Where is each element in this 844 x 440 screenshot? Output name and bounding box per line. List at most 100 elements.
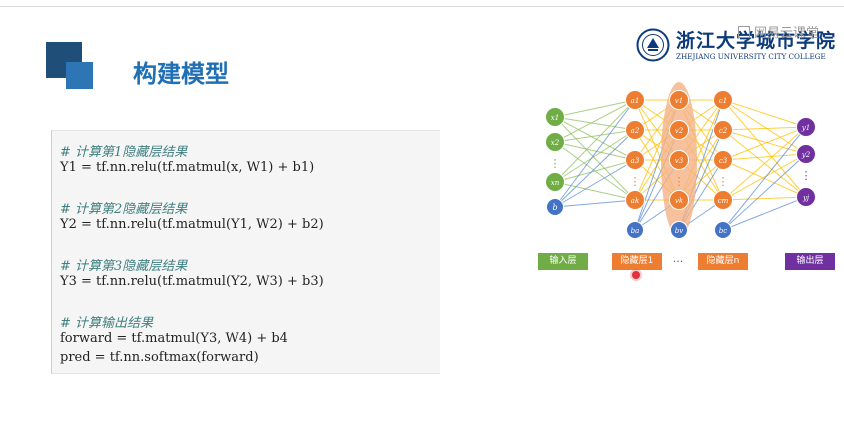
neuron-node — [545, 107, 565, 127]
node-label: bv — [675, 227, 683, 235]
neuron-node — [545, 132, 565, 152]
node-ellipsis: ⋮ — [801, 169, 812, 182]
neuron-node — [669, 150, 689, 170]
code-line: # 计算输出结果 — [60, 316, 154, 331]
connection-line — [722, 196, 807, 231]
connection-line — [722, 129, 807, 155]
connection-line — [722, 126, 807, 161]
node-label: a1 — [631, 97, 640, 105]
bias-node — [626, 221, 644, 239]
connection-line — [554, 129, 636, 208]
node-label: vk — [675, 197, 683, 205]
code-line: pred = tf.nn.softmax(forward) — [60, 350, 259, 365]
watermark: 网易云课堂 — [738, 22, 819, 41]
connection-line — [554, 99, 636, 118]
bias-node — [714, 221, 732, 239]
bias-node — [546, 198, 564, 216]
node-label: a2 — [631, 127, 640, 135]
code-line: Y3 = tf.nn.relu(tf.matmul(Y2, W3) + b3) — [60, 274, 324, 289]
connection-line — [722, 153, 807, 231]
connection-line — [722, 99, 807, 128]
connection-line — [554, 159, 636, 183]
connection-line — [722, 99, 807, 155]
connection-line — [722, 126, 807, 201]
connection-line — [722, 126, 807, 131]
node-label: ba — [631, 227, 640, 235]
neuron-node — [669, 90, 689, 110]
neuron-node — [713, 120, 733, 140]
bias-node — [670, 221, 688, 239]
node-label: y2 — [801, 151, 811, 159]
connection-line — [554, 199, 636, 208]
neuron-node — [625, 150, 645, 170]
code-line: # 计算第1隐藏层结果 — [60, 145, 188, 160]
neuron-node — [545, 172, 565, 192]
node-label: c3 — [719, 157, 728, 165]
connection-line — [554, 116, 636, 161]
neuron-node — [625, 90, 645, 110]
node-label: cm — [718, 197, 729, 205]
node-label: b — [552, 203, 557, 212]
connection-line — [722, 153, 807, 161]
connection-line — [722, 126, 807, 231]
node-label: x2 — [551, 139, 560, 147]
node-label: c1 — [719, 97, 727, 105]
node-label: a3 — [631, 157, 640, 165]
code-line: # 计算第3隐藏层结果 — [60, 259, 188, 274]
code-line: forward = tf.matmul(Y3, W4) + b4 — [60, 331, 288, 346]
neuron-node — [625, 190, 645, 210]
label-output-layer: 输出层 — [785, 253, 835, 270]
node-ellipsis: ⋮ — [630, 175, 641, 188]
connection-line — [554, 99, 636, 208]
node-label: c2 — [719, 127, 728, 135]
university-logo: 浙江大学城市学院 ZHEJIANG UNIVERSITY CITY COLLEG… — [636, 26, 842, 66]
node-label: xn — [551, 179, 560, 187]
node-label: v2 — [675, 127, 684, 135]
connection-line — [554, 129, 636, 143]
neuron-node — [796, 187, 816, 207]
university-seal-icon — [636, 28, 670, 62]
top-divider — [0, 6, 844, 7]
connection-line — [722, 196, 807, 201]
label-hidden-layer-1: 隐藏层1 — [612, 253, 662, 270]
neuron-node — [669, 190, 689, 210]
slide-title: 构建模型 — [133, 60, 229, 88]
node-ellipsis: ⋮ — [674, 175, 685, 188]
node-label: y1 — [801, 124, 810, 132]
university-name-cn: 浙江大学城市学院 — [676, 30, 837, 52]
neuron-node — [713, 190, 733, 210]
connection-line — [554, 116, 636, 131]
neuron-node — [669, 120, 689, 140]
watermark-text: 网易云课堂 — [754, 26, 820, 41]
neuron-node — [796, 144, 816, 164]
node-label: ak — [631, 197, 639, 205]
label-dots: ··· — [672, 255, 684, 268]
watermark-logo-icon — [738, 26, 750, 38]
neuron-node — [796, 117, 816, 137]
node-label: v3 — [675, 157, 684, 165]
node-label: yj — [802, 194, 810, 202]
neuron-node — [625, 120, 645, 140]
node-ellipsis: ⋮ — [718, 175, 729, 188]
connection-line — [722, 153, 807, 201]
neural-network-diagram: x1 x2 ⋮ xn b a1 a2 a3 ⋮ ak ba v1 v2 v3 ⋮ vk bv c1 c2 c3 ⋮ cm b… — [545, 82, 816, 239]
neuron-node — [713, 150, 733, 170]
code-block: # 计算第1隐藏层结果 Y1 = tf.nn.relu(tf.matmul(x,… — [51, 130, 440, 374]
connection-line — [554, 99, 636, 143]
neuron-node — [713, 90, 733, 110]
connection-line — [554, 141, 636, 161]
mouse-cursor — [632, 271, 640, 279]
title-logo-square-light — [66, 62, 93, 89]
node-label: v1 — [675, 97, 683, 105]
code-line: Y2 = tf.nn.relu(tf.matmul(Y1, W2) + b2) — [60, 217, 324, 232]
node-label: x1 — [551, 114, 559, 122]
connection-line — [722, 99, 807, 198]
connection-line — [554, 99, 636, 183]
connection-line — [554, 116, 636, 201]
node-ellipsis: ⋮ — [550, 157, 561, 170]
connection-line — [554, 181, 636, 201]
code-line: Y1 = tf.nn.relu(tf.matmul(x, W1) + b1) — [60, 160, 315, 175]
node-label: bc — [719, 227, 727, 235]
university-name-en: ZHEJIANG UNIVERSITY CITY COLLEGE — [676, 52, 826, 61]
code-line: # 计算第2隐藏层结果 — [60, 202, 188, 217]
